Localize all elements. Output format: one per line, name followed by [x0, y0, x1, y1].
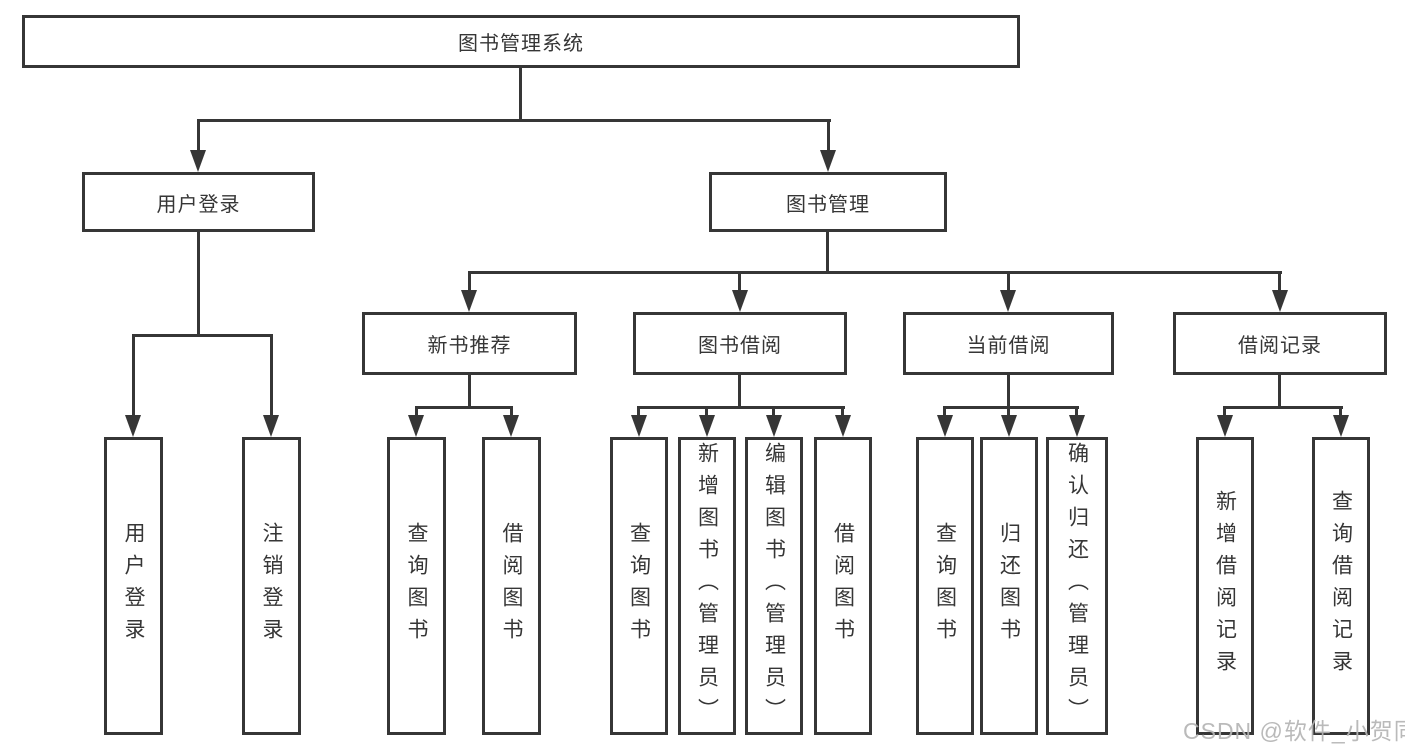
arrowhead-icon — [1217, 415, 1233, 437]
connector-line — [705, 406, 708, 420]
connector-line — [1007, 271, 1010, 296]
leaf-add-borrow-record: 新增借阅记录 — [1196, 437, 1254, 735]
connector-line — [132, 334, 272, 337]
node-label: 图书管理 — [786, 193, 870, 216]
leaf-logout: 注销登录 — [242, 437, 301, 735]
connector-line — [1007, 406, 1010, 420]
connector-line — [1223, 406, 1343, 409]
connector-line — [1339, 406, 1342, 420]
node-label: 用户登录 — [156, 193, 241, 216]
node-label: 当前借阅 — [966, 335, 1051, 357]
connector-line — [197, 119, 831, 122]
connector-line — [1075, 406, 1078, 420]
node-label: 借阅记录 — [1238, 335, 1322, 357]
leaf-borrow-books: 借阅图书 — [814, 437, 872, 735]
connector-line — [827, 119, 830, 157]
connector-line — [1007, 375, 1010, 409]
leaf-label: 用户登录 — [122, 522, 145, 650]
leaf-label: 新增图书（管理员） — [695, 442, 719, 730]
connector-line — [943, 406, 1079, 409]
connector-line — [468, 271, 471, 296]
arrowhead-icon — [503, 415, 519, 437]
connector-line — [132, 334, 135, 422]
connector-line — [943, 406, 946, 420]
csdn-watermark: CSDN @软件_小贺同学 — [1183, 718, 1405, 744]
arrowhead-icon — [631, 415, 647, 437]
arrowhead-icon — [699, 415, 715, 437]
connector-line — [197, 232, 200, 337]
leaf-label: 新增借阅记录 — [1213, 490, 1237, 682]
node-label: 新书推荐 — [427, 335, 512, 357]
leaf-query-books-current: 查询图书 — [916, 437, 974, 735]
arrowhead-icon — [835, 415, 851, 437]
connector-line — [772, 406, 775, 420]
node-book-management: 图书管理 — [709, 172, 947, 232]
connector-line — [637, 406, 640, 420]
node-user-login: 用户登录 — [82, 172, 315, 232]
connector-line — [270, 334, 273, 422]
connector-line — [415, 406, 418, 420]
arrowhead-icon — [461, 290, 477, 312]
arrowhead-icon — [125, 415, 141, 437]
leaf-edit-books-admin: 编辑图书（管理员） — [745, 437, 803, 735]
leaf-label: 编辑图书（管理员） — [762, 442, 786, 730]
leaf-label: 归还图书 — [997, 522, 1021, 650]
connector-line — [738, 375, 741, 409]
leaf-query-borrow-record: 查询借阅记录 — [1312, 437, 1370, 735]
connector-line — [519, 68, 522, 122]
arrowhead-icon — [1069, 415, 1085, 437]
arrowhead-icon — [766, 415, 782, 437]
node-root-library-system: 图书管理系统 — [22, 15, 1020, 68]
leaf-label: 查询借阅记录 — [1329, 490, 1353, 682]
arrowhead-icon — [1001, 415, 1017, 437]
arrowhead-icon — [408, 415, 424, 437]
node-book-borrowing: 图书借阅 — [633, 312, 847, 375]
leaf-return-books: 归还图书 — [980, 437, 1038, 735]
connector-line — [415, 406, 513, 409]
node-label: 图书管理系统 — [458, 33, 584, 55]
arrowhead-icon — [937, 415, 953, 437]
arrowhead-icon — [190, 150, 206, 172]
arrowhead-icon — [263, 415, 279, 437]
arrowhead-icon — [1000, 290, 1016, 312]
leaf-add-books-admin: 新增图书（管理员） — [678, 437, 736, 735]
arrowhead-icon — [1333, 415, 1349, 437]
connector-line — [468, 271, 1282, 274]
leaf-borrow-books-recommend: 借阅图书 — [482, 437, 541, 735]
connector-line — [197, 119, 200, 157]
node-current-borrowing: 当前借阅 — [903, 312, 1114, 375]
leaf-label: 注销登录 — [260, 522, 283, 650]
connector-line — [637, 406, 845, 409]
leaf-label: 查询图书 — [405, 522, 428, 650]
node-borrow-records: 借阅记录 — [1173, 312, 1387, 375]
connector-line — [826, 232, 829, 274]
leaf-label: 查询图书 — [933, 522, 957, 650]
leaf-label: 借阅图书 — [831, 522, 855, 650]
connector-line — [1223, 406, 1226, 420]
leaf-label: 确认归还（管理员） — [1065, 442, 1089, 730]
arrowhead-icon — [820, 150, 836, 172]
node-label: 图书借阅 — [698, 335, 782, 357]
arrowhead-icon — [732, 290, 748, 312]
connector-line — [510, 406, 513, 420]
connector-line — [1278, 375, 1281, 409]
node-new-book-recommend: 新书推荐 — [362, 312, 577, 375]
leaf-query-books-borrowing: 查询图书 — [610, 437, 668, 735]
connector-line — [841, 406, 844, 420]
leaf-label: 借阅图书 — [500, 522, 523, 650]
leaf-label: 查询图书 — [627, 522, 651, 650]
leaf-confirm-return-admin: 确认归还（管理员） — [1046, 437, 1108, 735]
connector-line — [738, 271, 741, 296]
connector-line — [468, 375, 471, 409]
leaf-user-login: 用户登录 — [104, 437, 163, 735]
leaf-query-books-recommend: 查询图书 — [387, 437, 446, 735]
connector-line — [1278, 271, 1281, 296]
arrowhead-icon — [1272, 290, 1288, 312]
